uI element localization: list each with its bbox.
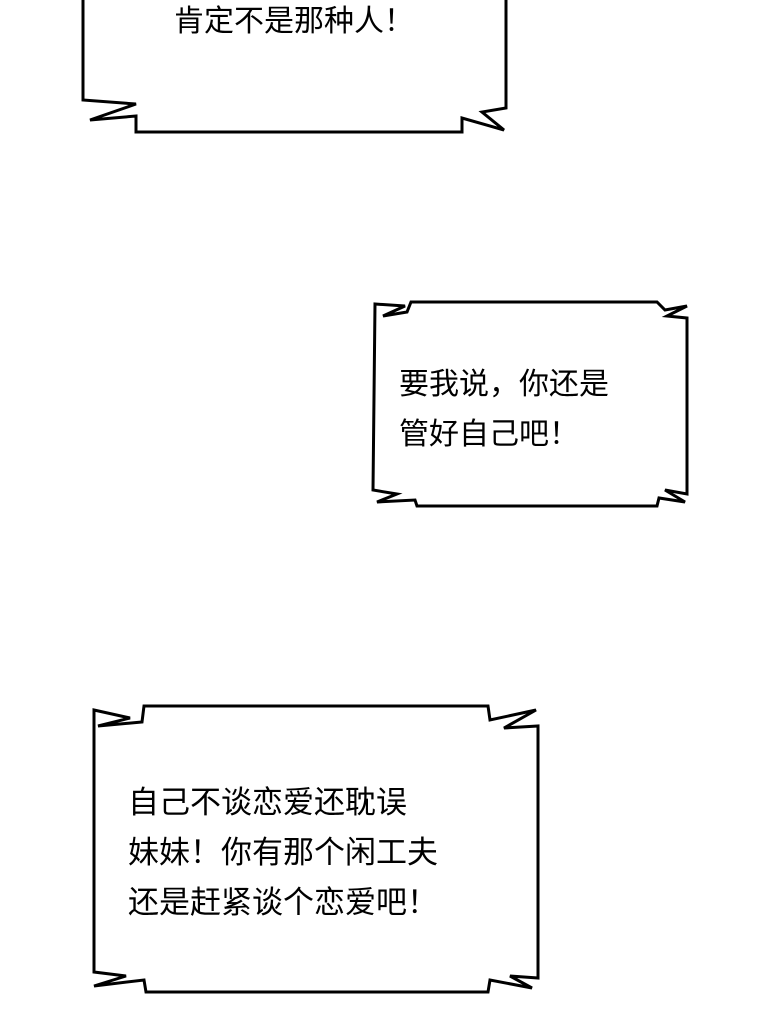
speech-bubble-top-outline bbox=[81, 0, 508, 134]
speech-bubble-middle-text: 要我说，你还是 管好自己吧！ bbox=[399, 367, 609, 452]
speech-bubble-middle: 要我说，你还是 管好自己吧！ bbox=[369, 298, 691, 510]
speech-bubble-top: 肯定不是那种人！ bbox=[78, 0, 510, 136]
speech-bubble-middle-outline bbox=[371, 300, 689, 508]
speech-bubble-bottom: 自己不谈恋爱还耽误 妹妹！你有那个闲工夫 还是赶紧谈个恋爱吧！ bbox=[92, 700, 540, 996]
speech-bubble-bottom-outline bbox=[92, 704, 540, 994]
speech-bubble-bottom-text: 自己不谈恋爱还耽误 妹妹！你有那个闲工夫 还是赶紧谈个恋爱吧！ bbox=[128, 785, 438, 921]
speech-bubble-top-text: 肯定不是那种人！ bbox=[174, 4, 414, 39]
